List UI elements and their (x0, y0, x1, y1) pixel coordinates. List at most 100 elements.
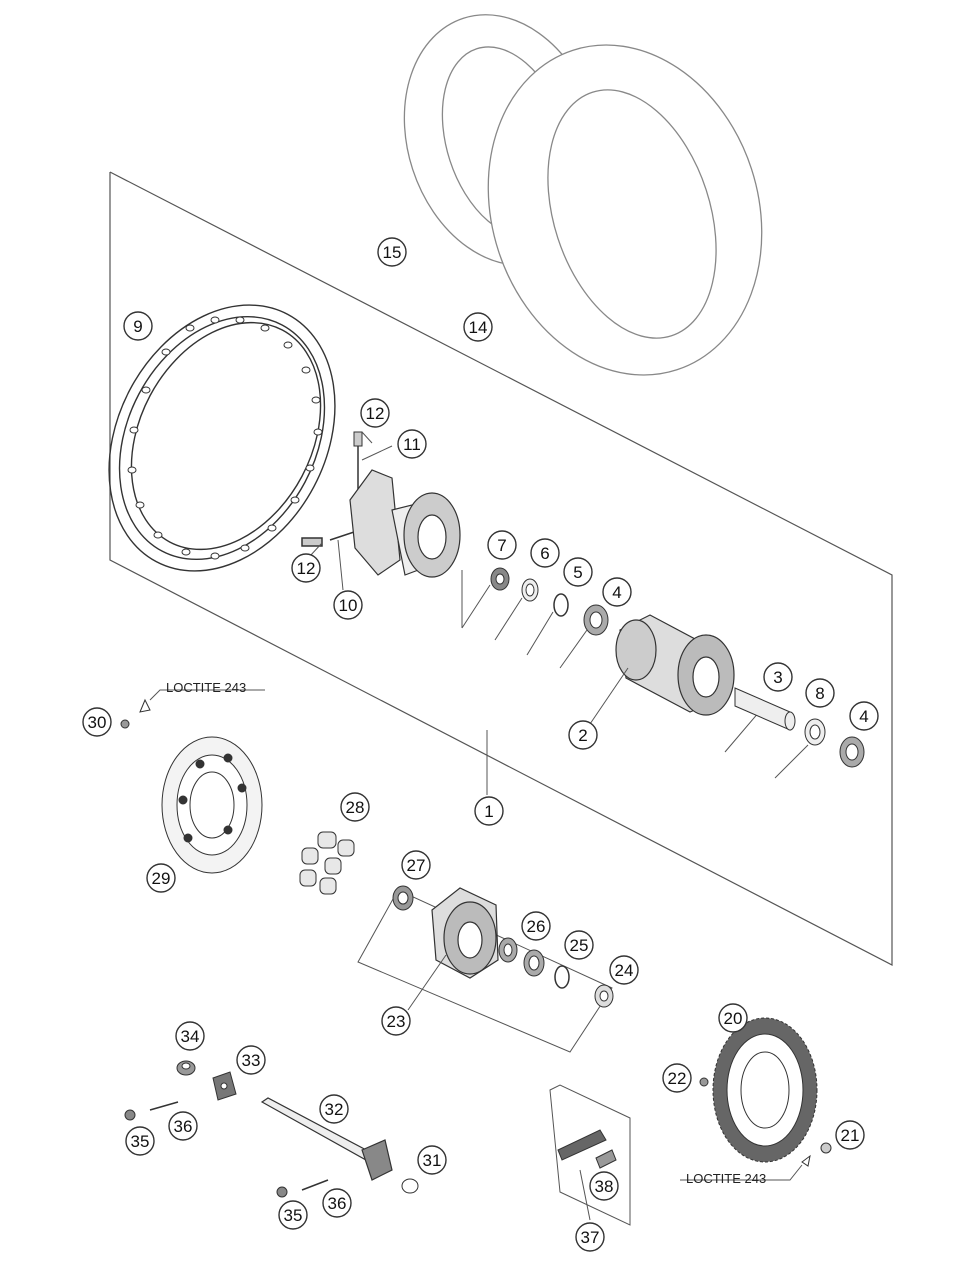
callout-10: 10 (333, 590, 363, 620)
sprocket-carrier-23 (431, 887, 499, 979)
callout-30: 30 (82, 707, 112, 737)
callout-label: 3 (773, 668, 782, 687)
callout-label: 25 (570, 936, 589, 955)
callout-11: 11 (397, 429, 427, 459)
circlip-5 (553, 593, 569, 617)
assembly-frame (109, 171, 893, 966)
callout-12: 12 (291, 553, 321, 583)
seal-27 (392, 885, 414, 911)
hub-leader-lines (461, 584, 809, 779)
loctite-leader-top (149, 689, 265, 701)
bolt-36-lower (301, 1179, 329, 1191)
damper-rubbers-28 (299, 831, 355, 895)
callout-35: 35 (125, 1126, 155, 1156)
callout-label: 5 (573, 563, 582, 582)
callout-8: 8 (805, 678, 835, 708)
callout-3: 3 (763, 662, 793, 692)
callout-label: 7 (497, 536, 506, 555)
axle-32 (260, 1097, 393, 1181)
callout-label: 23 (387, 1012, 406, 1031)
nut-35-lower (276, 1186, 288, 1198)
callout-1: 1 (474, 796, 504, 826)
screw-21 (801, 1142, 832, 1167)
brake-disc-29 (161, 736, 263, 874)
bearing-4-lower (839, 736, 865, 768)
chain-38 (557, 1129, 617, 1169)
callout-label: 11 (403, 435, 421, 454)
callout-27: 27 (401, 850, 431, 880)
callout-38: 38 (589, 1171, 619, 1201)
loctite-leader-bottom (680, 1164, 803, 1181)
callout-label: 36 (328, 1194, 347, 1213)
nut-35-upper (124, 1109, 136, 1121)
nut-22 (699, 1077, 709, 1087)
bearing-4-upper (583, 604, 609, 636)
spacer-sleeve-3 (734, 687, 796, 731)
callout-9: 9 (123, 311, 153, 341)
callout-35: 35 (278, 1200, 308, 1230)
callout-label: 33 (242, 1051, 261, 1070)
callout-25: 25 (564, 930, 594, 960)
callout-37: 37 (575, 1222, 605, 1252)
callout-label: 37 (581, 1228, 600, 1247)
bearing-26 (498, 937, 518, 963)
chain-frame (549, 1084, 631, 1226)
callout-36: 36 (168, 1111, 198, 1141)
callout-12: 12 (360, 398, 390, 428)
callout-33: 33 (236, 1045, 266, 1075)
callout-label: 9 (133, 317, 142, 336)
callout-label: 12 (366, 404, 385, 423)
callout-31: 31 (417, 1145, 447, 1175)
loctite-note-top: LOCTITE 243 (166, 680, 246, 695)
bearing-26b (523, 949, 545, 977)
screw-30 (120, 698, 151, 729)
callout-28: 28 (340, 792, 370, 822)
callout-label: 27 (407, 856, 426, 875)
callout-label: 2 (578, 726, 587, 745)
callout-label: 29 (152, 869, 171, 888)
callout-label: 8 (815, 684, 824, 703)
rim-part (108, 304, 336, 572)
callout-label: 4 (859, 707, 868, 726)
callout-label: 34 (181, 1027, 200, 1046)
callout-label: 14 (469, 318, 488, 337)
callout-24: 24 (609, 955, 639, 985)
callout-21: 21 (835, 1120, 865, 1150)
wheel-hub-upper (349, 469, 461, 578)
callout-label: 31 (423, 1151, 442, 1170)
callout-36: 36 (322, 1188, 352, 1218)
callout-label: 28 (346, 798, 365, 817)
dust-seal-7 (490, 567, 510, 591)
callout-label: 32 (325, 1100, 344, 1119)
callout-label: 1 (484, 802, 493, 821)
callout-34: 34 (175, 1021, 205, 1051)
spacer-8 (804, 718, 826, 746)
callout-15: 15 (377, 237, 407, 267)
callout-label: 36 (174, 1117, 193, 1136)
callout-4: 4 (849, 701, 879, 731)
callout-6: 6 (530, 538, 560, 568)
callout-label: 22 (668, 1069, 687, 1088)
callout-5: 5 (563, 557, 593, 587)
tire-part (487, 44, 763, 376)
callout-label: 10 (339, 596, 358, 615)
rear-hub-2 (615, 614, 735, 716)
callout-label: 30 (88, 713, 107, 732)
callouts: 1234456789101112121415202122232425262728… (82, 237, 879, 1252)
callout-label: 4 (612, 583, 621, 602)
callout-label: 26 (527, 917, 546, 936)
callout-label: 24 (615, 961, 634, 980)
callout-23: 23 (381, 1006, 411, 1036)
cap-31 (401, 1178, 419, 1194)
callout-label: 6 (540, 544, 549, 563)
callout-label: 12 (297, 559, 316, 578)
callout-2: 2 (568, 720, 598, 750)
chain-adjuster-33 (212, 1071, 237, 1101)
callout-label: 38 (595, 1177, 614, 1196)
nut-34 (176, 1060, 196, 1076)
callout-label: 20 (724, 1009, 743, 1028)
callout-29: 29 (146, 863, 176, 893)
callout-22: 22 (662, 1063, 692, 1093)
